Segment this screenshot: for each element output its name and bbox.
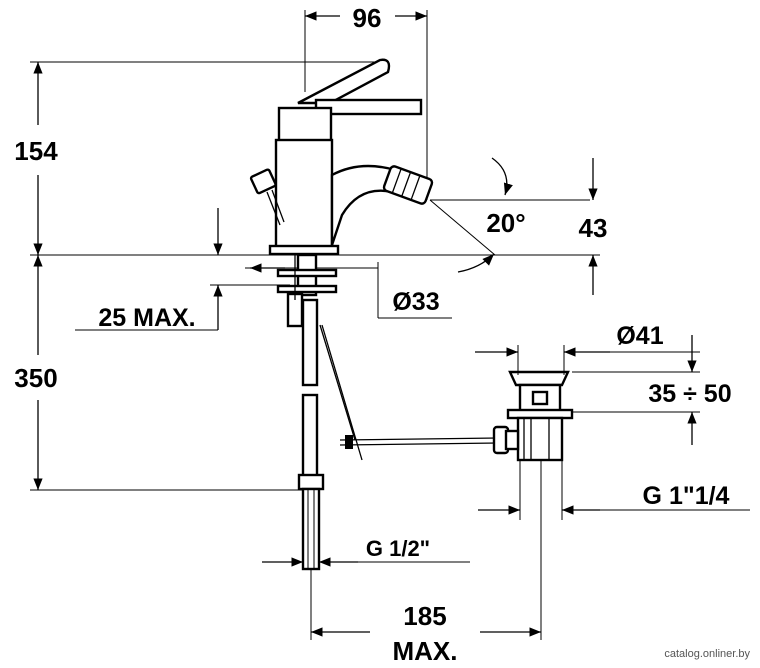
dim-43-label: 43 <box>579 213 608 243</box>
mounting-shank <box>276 253 499 571</box>
dimension-d41: Ø41 <box>475 322 700 375</box>
dim-96-label: 96 <box>353 3 382 33</box>
dim-max-label: MAX. <box>393 636 458 666</box>
dim-g1-2-label: G 1/2" <box>366 536 430 561</box>
waste-assembly <box>492 370 574 462</box>
dimension-g1-1-4: G 1"1/4 <box>478 460 750 520</box>
dim-350-label: 350 <box>14 363 57 393</box>
dimension-350: 350 <box>14 255 310 491</box>
dim-154-label: 154 <box>14 136 58 166</box>
dim-35-50-label: 35 ÷ 50 <box>648 380 731 408</box>
dimension-25-max: 25 MAX. <box>75 208 290 332</box>
dim-d33-label: Ø33 <box>392 288 439 316</box>
dim-20deg-label: 20° <box>486 208 525 238</box>
dimension-43: 43 <box>579 158 608 295</box>
dimension-g1-2: G 1/2" <box>262 536 470 567</box>
dimension-185-max: 185 MAX. <box>310 460 542 666</box>
watermark: catalog.onliner.by <box>664 648 750 660</box>
faucet-body <box>249 58 434 256</box>
dimension-96: 96 <box>304 3 428 200</box>
dim-d41-label: Ø41 <box>616 322 663 350</box>
dimension-d33: Ø33 <box>245 262 452 319</box>
dimension-20deg: 20° <box>429 157 590 273</box>
dim-185-label: 185 <box>403 601 446 631</box>
dim-25-max-label: 25 MAX. <box>98 304 195 332</box>
dim-g1-1-4-label: G 1"1/4 <box>643 482 730 510</box>
dimension-35-50: 35 ÷ 50 <box>572 335 732 445</box>
